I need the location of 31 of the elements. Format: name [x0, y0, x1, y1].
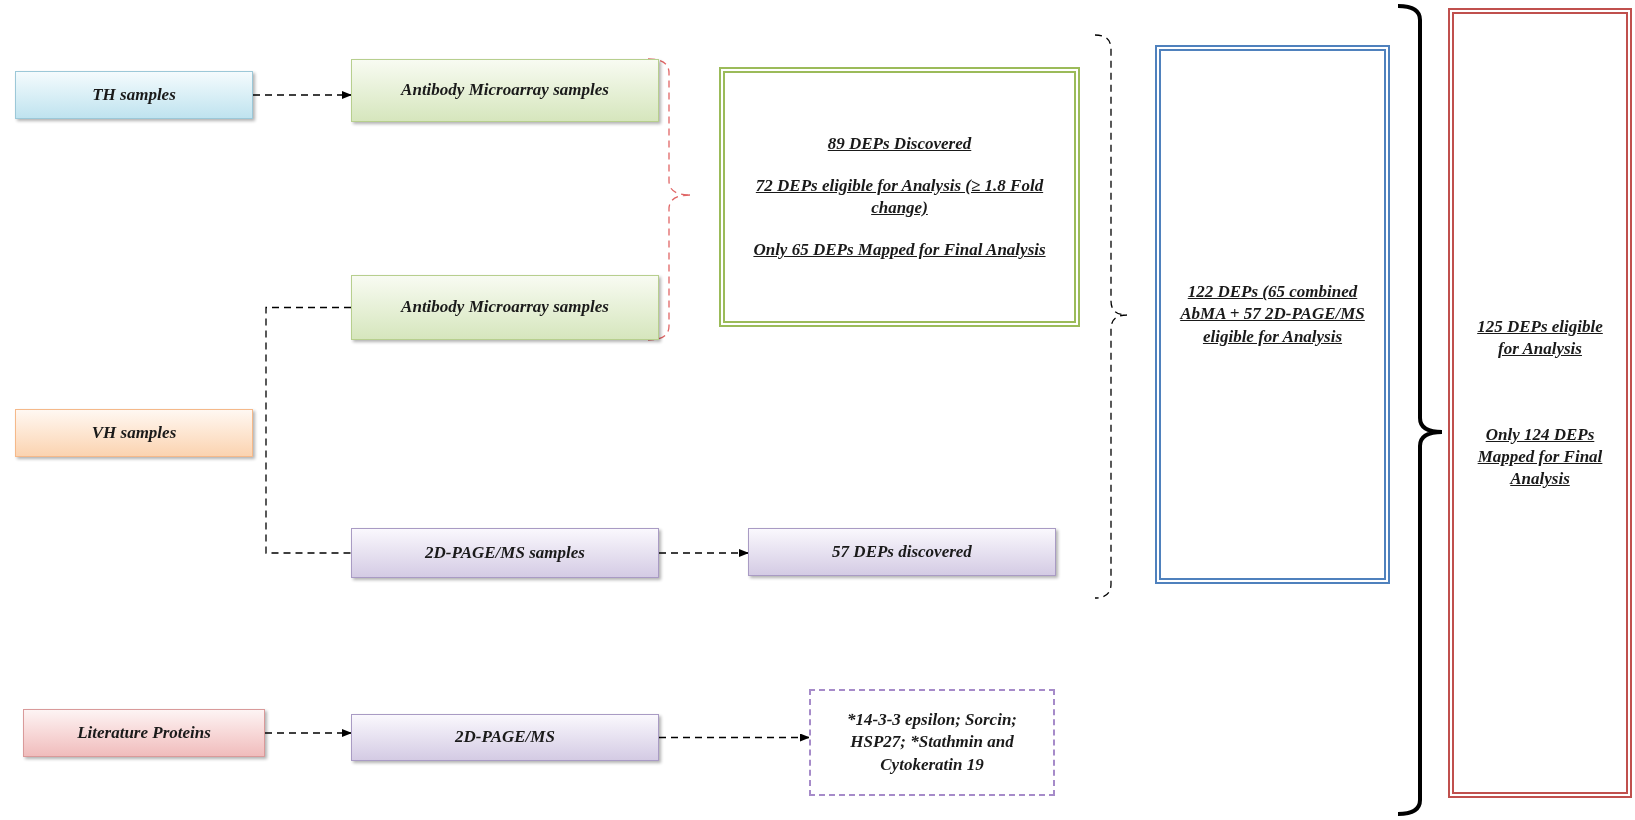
- node-text: 2D-PAGE/MS samples: [425, 541, 585, 564]
- node-text: VH samples: [91, 421, 177, 444]
- node-text: 72 DEPs eligible for Analysis (≥ 1.8 Fold change): [754, 174, 1045, 219]
- method-box: [351, 528, 659, 578]
- sample-box: [15, 409, 253, 457]
- node-text: *14-3-3 epsilon; Sorcin; HSP27; *Stathmin and Cytokeratin 19: [846, 709, 1018, 776]
- protein-list-box: [809, 689, 1055, 796]
- node-text: Antibody Microarray samples: [401, 296, 609, 319]
- node-text: Antibody Microarray samples: [401, 79, 609, 102]
- arrow: [252, 91, 352, 99]
- node-text: Only 65 DEPs Mapped for Final Analysis: [753, 239, 1046, 262]
- node-text: Only 124 DEPs Mapped for Final Analysis: [1476, 423, 1604, 491]
- node-text: 122 DEPs (65 combined AbMA + 57 2D-PAGE/MS eligible for Analysis: [1178, 281, 1366, 348]
- method-box: [351, 714, 659, 761]
- node-text: 125 DEPs eligible for Analysis: [1476, 315, 1604, 360]
- sample-box: [15, 71, 253, 119]
- node-text: Literature Proteins: [77, 721, 211, 744]
- sample-box: [351, 59, 659, 122]
- node-text: 57 DEPs discovered: [832, 540, 972, 563]
- node-text: TH samples: [92, 83, 176, 106]
- result-panel: [719, 67, 1080, 327]
- node-text: 89 DEPs Discovered: [827, 132, 972, 155]
- result-panel: [1448, 8, 1632, 798]
- arrow: [264, 729, 352, 737]
- sample-box: [351, 275, 659, 340]
- node-text: 2D-PAGE/MS: [455, 726, 555, 749]
- arrow: [658, 733, 810, 742]
- sample-box: [23, 709, 265, 757]
- result-box: [748, 528, 1056, 576]
- arrow: [658, 549, 749, 557]
- result-panel: [1155, 45, 1390, 584]
